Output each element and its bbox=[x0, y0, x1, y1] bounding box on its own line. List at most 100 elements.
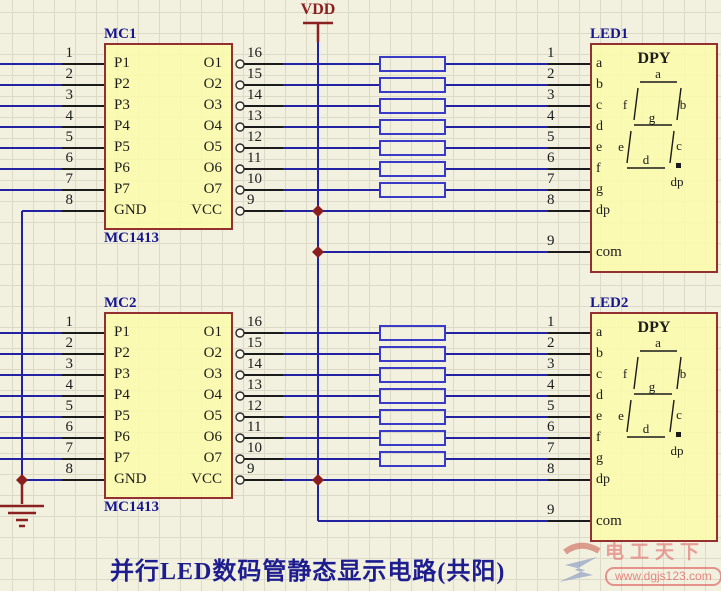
watermark-url: www.dgjs123.com bbox=[605, 567, 721, 586]
pin-name: GND bbox=[114, 471, 147, 487]
segment-label-d: d bbox=[643, 421, 650, 436]
pin-number: 2 bbox=[547, 335, 555, 351]
pin-name: d bbox=[596, 388, 603, 403]
segment-e bbox=[626, 130, 632, 164]
pin-name: P6 bbox=[114, 429, 130, 445]
pin-name: O6 bbox=[203, 429, 222, 445]
pin-number: 4 bbox=[65, 108, 74, 124]
seven-segment-graphic: a f b g e c d dp bbox=[618, 66, 687, 189]
pin-number: 9 bbox=[247, 192, 255, 208]
pin-number: 6 bbox=[547, 419, 555, 435]
pin-name: O1 bbox=[203, 324, 222, 340]
pin-number: 7 bbox=[65, 171, 74, 187]
pin-name: d bbox=[596, 119, 603, 134]
segment-label-dp: dp bbox=[671, 174, 684, 189]
ic-ref-designator: MC1 bbox=[104, 26, 137, 42]
pin-name: P7 bbox=[114, 450, 130, 466]
segment-label-b: b bbox=[680, 97, 687, 112]
pin-number: 12 bbox=[247, 129, 262, 145]
resistor-array bbox=[379, 56, 446, 467]
pin-name: g bbox=[596, 451, 603, 466]
pin-number: 14 bbox=[247, 87, 262, 103]
pin-number: 6 bbox=[65, 150, 74, 166]
pin-number: 4 bbox=[547, 377, 555, 393]
pin-number: 1 bbox=[547, 314, 555, 330]
pin-number: 2 bbox=[65, 335, 74, 351]
pin-name: dp bbox=[596, 472, 610, 487]
segment-label-f: f bbox=[623, 97, 628, 112]
pin-number: 13 bbox=[247, 108, 262, 124]
pin-number: 14 bbox=[247, 356, 262, 372]
pin-name: e bbox=[596, 140, 603, 155]
pin-number: 2 bbox=[65, 66, 74, 82]
pin-name: c bbox=[596, 367, 603, 382]
pin-number: 3 bbox=[547, 87, 555, 103]
segment-f bbox=[633, 356, 639, 390]
pin-number: 2 bbox=[547, 66, 555, 82]
pin-name: O4 bbox=[203, 118, 222, 134]
led-type-label: DPY bbox=[637, 319, 671, 336]
pin-name: P5 bbox=[114, 408, 130, 424]
led-body: DPY a f b g e c bbox=[590, 312, 718, 542]
segment-dp-dot bbox=[676, 163, 681, 168]
segment-label-g: g bbox=[649, 110, 656, 125]
pin-number: 1 bbox=[65, 314, 74, 330]
pin-stubs bbox=[62, 63, 590, 522]
pin-name: O2 bbox=[203, 345, 222, 361]
vdd-label: VDD bbox=[300, 1, 336, 18]
pin-number: 5 bbox=[65, 398, 74, 414]
pin-name: P3 bbox=[114, 97, 130, 113]
pin-number: 3 bbox=[547, 356, 555, 372]
led1-com-pin-number: 9 bbox=[547, 233, 555, 249]
pin-name: P1 bbox=[114, 55, 130, 71]
pin-name: P3 bbox=[114, 366, 130, 382]
ic-part-number: MC1413 bbox=[104, 230, 159, 246]
pin-number: 5 bbox=[547, 398, 555, 414]
pin-number: 15 bbox=[247, 335, 262, 351]
pin-name: e bbox=[596, 409, 603, 424]
watermark: 电工天下 www.dgjs123.com bbox=[551, 537, 721, 589]
segment-b bbox=[676, 87, 682, 121]
pin-name: a bbox=[596, 325, 603, 340]
pin-name: P4 bbox=[114, 118, 130, 134]
segment-b bbox=[676, 356, 682, 390]
led-type-label: DPY bbox=[637, 50, 671, 67]
segment-label-b: b bbox=[680, 366, 687, 381]
led-ref-designator: LED1 bbox=[590, 26, 629, 42]
pin-name: f bbox=[596, 161, 601, 176]
pin-number: 8 bbox=[547, 192, 555, 208]
segment-e bbox=[626, 399, 632, 433]
pin-name: P2 bbox=[114, 345, 130, 361]
pin-number: 15 bbox=[247, 66, 262, 82]
pin-name: O5 bbox=[203, 139, 222, 155]
pin-number: 4 bbox=[65, 377, 74, 393]
pin-name: GND bbox=[114, 202, 147, 218]
pin-name: O7 bbox=[203, 450, 222, 466]
pin-number: 1 bbox=[65, 45, 74, 61]
segment-label-a: a bbox=[655, 335, 661, 350]
pin-name: P7 bbox=[114, 181, 130, 197]
pin-number: 3 bbox=[65, 87, 74, 103]
pin-number: 10 bbox=[247, 440, 262, 456]
segment-label-a: a bbox=[655, 66, 661, 81]
segment-dp-dot bbox=[676, 432, 681, 437]
led-ref-designator: LED2 bbox=[590, 295, 629, 311]
pin-name: O6 bbox=[203, 160, 222, 176]
pin-number: 13 bbox=[247, 377, 262, 393]
watermark-brand-text: 电工天下 bbox=[605, 542, 706, 563]
led-block-led1: LED1 DPY a f b g e bbox=[590, 26, 718, 273]
segment-label-c: c bbox=[676, 138, 682, 153]
pin-number: 7 bbox=[547, 171, 555, 187]
pin-number: 1 bbox=[547, 45, 555, 61]
segment-c bbox=[669, 399, 675, 433]
pin-number: 12 bbox=[247, 398, 262, 414]
pin-name: O7 bbox=[203, 181, 222, 197]
segment-label-f: f bbox=[623, 366, 628, 381]
